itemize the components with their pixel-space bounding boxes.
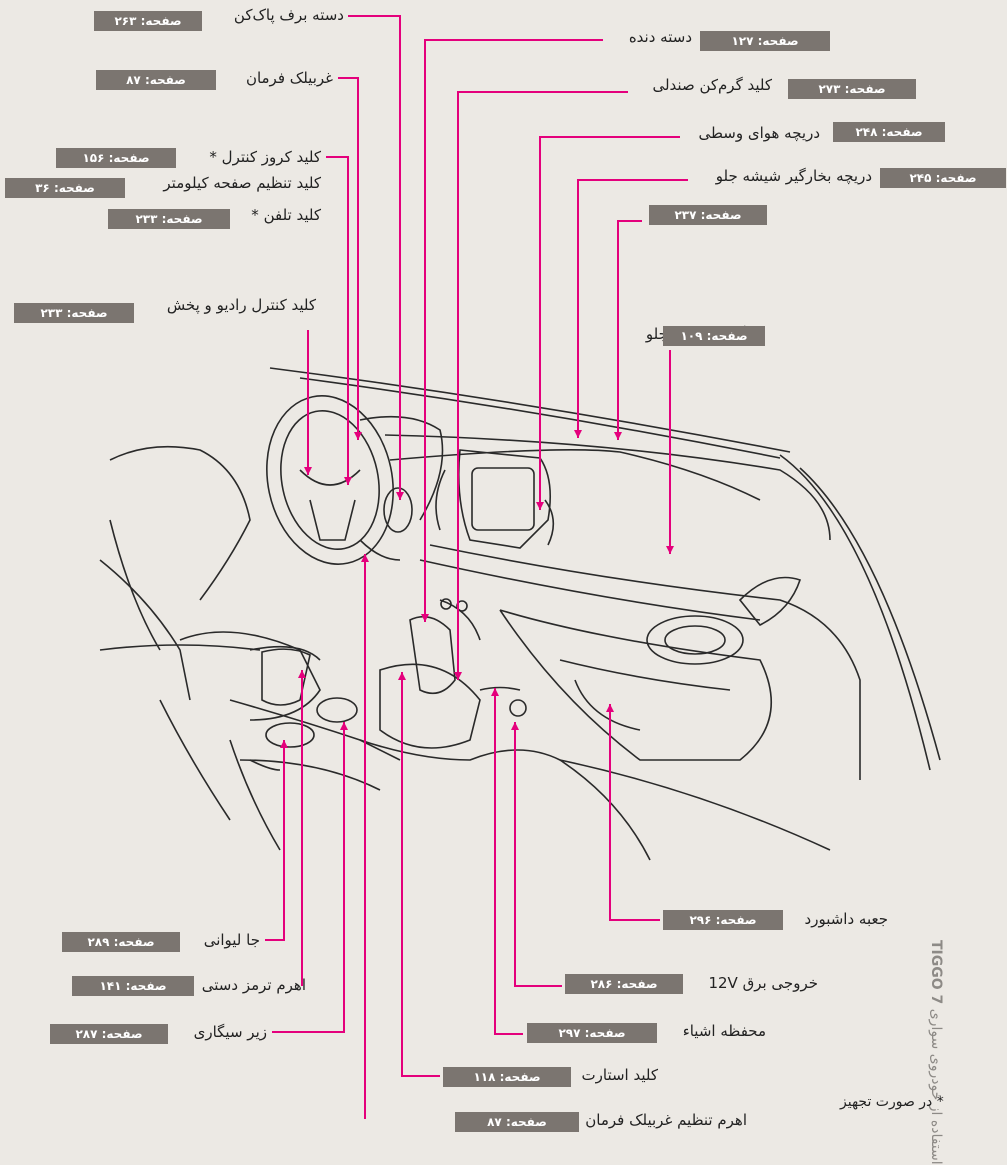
callout-label-wheel: غربیلک فرمان xyxy=(246,69,333,87)
leader-arrow-gear xyxy=(421,614,429,622)
leader-arrow-start xyxy=(398,672,406,680)
leader-arrow-cup xyxy=(280,740,288,748)
leader-arrow-radio xyxy=(304,467,312,475)
callout-label-gear: دسته دنده xyxy=(629,28,692,46)
callout-label-seatheat: کلید گرم‌کن صندلی xyxy=(652,76,772,94)
callout-label-phone: کلید تلفن * xyxy=(251,206,321,224)
callout-label-radio: کلید کنترل رادیو و پخش xyxy=(167,296,316,314)
leader-line-centervent xyxy=(540,137,680,510)
page-ref-badge-defrost[interactable]: صفحه: ۲۴۵ xyxy=(880,168,1006,188)
callout-label-odo: کلید تنظیم صفحه کیلومتر xyxy=(163,174,321,192)
callout-label-defrost: دریچه بخارگیر شیشه جلو xyxy=(716,167,872,185)
page-ref-badge-gear[interactable]: صفحه: ۱۲۷ xyxy=(700,31,830,51)
leader-arrow-handbrake xyxy=(298,670,306,678)
page-ref-badge-glove[interactable]: صفحه: ۲۹۶ xyxy=(663,910,783,930)
leader-line-glove xyxy=(610,704,660,920)
callout-label-tilt: اهرم تنظیم غربیلک فرمان xyxy=(585,1111,747,1129)
page-ref-badge-sun[interactable]: صفحه: ۲۳۷ xyxy=(649,205,767,225)
leader-arrow-wiper xyxy=(396,492,404,500)
leader-line-cup xyxy=(265,740,284,940)
leader-arrow-outlet xyxy=(511,722,519,730)
leader-arrow-centervent xyxy=(536,502,544,510)
callout-label-centervent: دریچه هوای وسطی xyxy=(698,124,820,142)
page-ref-badge-wiper[interactable]: صفحه: ۲۶۳ xyxy=(94,11,202,31)
footnote: * در صورت تجهیز xyxy=(840,1094,944,1110)
leader-line-cruise xyxy=(326,157,348,485)
page-ref-badge-outlet[interactable]: صفحه: ۲۸۶ xyxy=(565,974,683,994)
callout-label-wiper: دسته برف پاک‌کن xyxy=(234,6,344,24)
leader-line-storage xyxy=(495,688,523,1034)
leader-arrow-glove xyxy=(606,704,614,712)
leader-arrow-defrost xyxy=(574,430,582,438)
page-ref-badge-tilt[interactable]: صفحه: ۸۷ xyxy=(455,1112,579,1132)
page-ref-badge-wheel[interactable]: صفحه: ۸۷ xyxy=(96,70,216,90)
page-ref-badge-odo[interactable]: صفحه: ۳۶ xyxy=(5,178,125,198)
callout-label-cruise: کلید کروز کنترل * xyxy=(209,148,321,166)
leader-arrow-wheel xyxy=(354,432,362,440)
side-text: استفاده از خودروی سواری xyxy=(928,1009,944,1165)
page-ref-badge-radio[interactable]: صفحه: ۲۳۳ xyxy=(14,303,134,323)
leader-line-start xyxy=(402,672,440,1076)
callout-label-start: کلید استارت xyxy=(582,1066,658,1084)
leader-line-outlet xyxy=(515,722,562,986)
leader-arrow-airbag xyxy=(666,546,674,554)
page-ref-badge-handbrake[interactable]: صفحه: ۱۴۱ xyxy=(72,976,194,996)
callout-label-outlet: خروجی برق 12V xyxy=(708,974,818,992)
manual-page: دسته برف پاک‌کن صفحه: ۲۶۳ دسته دنده صفحه: ۱… xyxy=(0,0,1007,1119)
leader-arrow-sun xyxy=(614,432,622,440)
leader-arrow-ashtray xyxy=(340,722,348,730)
page-ref-badge-ashtray[interactable]: صفحه: ۲۸۷ xyxy=(50,1024,168,1044)
leader-line-tilt xyxy=(365,554,452,1119)
page-ref-badge-airbag[interactable]: صفحه: ۱۰۹ xyxy=(663,326,765,346)
page-ref-badge-storage[interactable]: صفحه: ۲۹۷ xyxy=(527,1023,657,1043)
page-ref-badge-cruise[interactable]: صفحه: ۱۵۶ xyxy=(56,148,176,168)
page-ref-badge-centervent[interactable]: صفحه: ۲۴۸ xyxy=(833,122,945,142)
page-ref-badge-seatheat[interactable]: صفحه: ۲۷۳ xyxy=(788,79,916,99)
leader-arrow-storage xyxy=(491,688,499,696)
callout-label-storage: محفظه اشیاء xyxy=(683,1022,766,1040)
callout-label-glove: جعبه داشبورد xyxy=(805,910,888,928)
page-ref-badge-start[interactable]: صفحه: ۱۱۸ xyxy=(443,1067,571,1087)
leader-arrow-seatheat xyxy=(454,672,462,680)
leader-arrow-cruise xyxy=(344,477,352,485)
leader-line-sun xyxy=(618,221,642,440)
callout-label-ashtray: زیر سیگاری xyxy=(194,1023,267,1041)
callout-label-cup: جا لیوانی xyxy=(204,931,260,949)
page-ref-badge-cup[interactable]: صفحه: ۲۸۹ xyxy=(62,932,180,952)
leader-line-wiper xyxy=(348,16,400,500)
leader-line-gear xyxy=(425,40,603,622)
page-ref-badge-phone[interactable]: صفحه: ۲۳۳ xyxy=(108,209,230,229)
callout-label-handbrake: اهرم ترمز دستی xyxy=(202,976,306,994)
side-title: TIGGO 7 استفاده از خودروی سواری xyxy=(928,940,944,1165)
leader-arrow-tilt xyxy=(361,554,369,562)
side-brand: TIGGO 7 xyxy=(928,940,944,1004)
